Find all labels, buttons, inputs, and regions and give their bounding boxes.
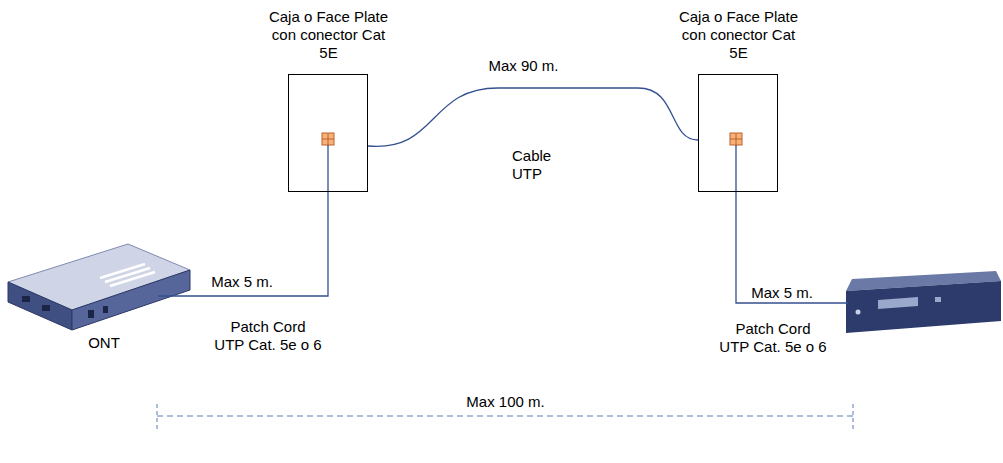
dimension-label: Max 100 m. (465, 393, 546, 411)
ont-side (72, 270, 190, 330)
utp-cable (368, 88, 698, 146)
device-front (846, 281, 1001, 333)
ont-front (8, 282, 72, 330)
device-illustration (846, 271, 1001, 333)
ont-port (103, 306, 108, 313)
patch-cord (327, 145, 328, 192)
length-label: Max 5 m. (750, 284, 814, 302)
jack-grid (322, 139, 334, 140)
length-label: Max 5 m. (210, 273, 274, 291)
dimension-line (157, 416, 853, 417)
jack-grid (730, 139, 742, 140)
box-heading: Caja o Face Plate con conector Cat 5E (671, 8, 806, 62)
ont-port (88, 310, 94, 318)
faceplate-box: Caja o Face Plate con conector Cat 5E (288, 74, 368, 192)
device-display (878, 297, 918, 309)
ont-illustration (8, 244, 190, 330)
ont-slot (110, 272, 155, 286)
cable-type-label: Patch Cord UTP Cat. 5e o 6 (719, 320, 827, 356)
jack-body (730, 133, 742, 145)
device-button (856, 310, 861, 315)
patch-cord (736, 145, 848, 303)
dimension-tick (853, 404, 854, 430)
device-label: ONT (87, 334, 121, 352)
cable-label: Cable UTP (512, 147, 532, 183)
device-led (935, 297, 941, 302)
ont-device: ONT (5, 240, 158, 352)
ont-port (42, 305, 50, 311)
faceplate-box: Caja o Face Plate con conector Cat 5E (698, 74, 778, 192)
ont-port (22, 296, 30, 302)
cable-type-label: Patch Cord UTP Cat. 5e o 6 (214, 318, 322, 354)
rj45-jack (322, 133, 334, 145)
jack-body (322, 133, 334, 145)
utp-cable (158, 192, 328, 296)
dimension-tick (157, 404, 158, 430)
rj45-jack (730, 133, 742, 145)
box-heading: Caja o Face Plate con conector Cat 5E (261, 8, 396, 62)
length-label: Max 90 m. (487, 57, 560, 75)
